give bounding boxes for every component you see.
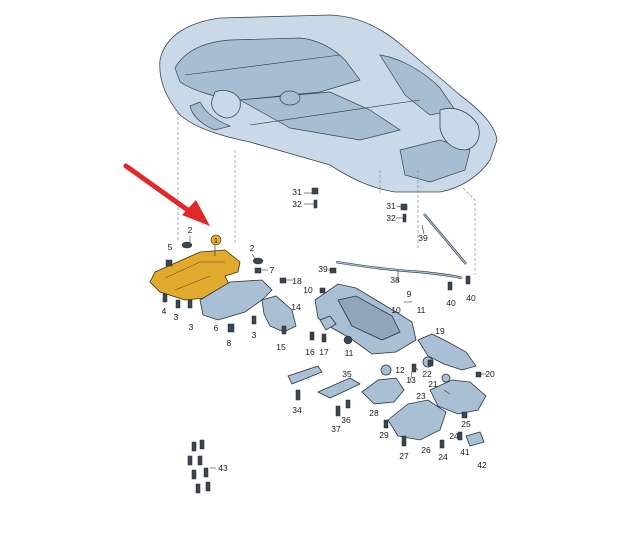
callout-28[interactable]: 28 — [369, 408, 379, 418]
callout-26[interactable]: 26 — [421, 445, 431, 455]
fasteners — [162, 187, 482, 494]
callout-43[interactable]: 43 — [218, 463, 228, 473]
callout-32a[interactable]: 32 — [292, 199, 302, 209]
callout-27[interactable]: 27 — [399, 451, 409, 461]
callout-7[interactable]: 7 — [270, 265, 275, 275]
callout-6[interactable]: 6 — [214, 323, 219, 333]
callout-18[interactable]: 18 — [292, 276, 302, 286]
pointer-arrow — [123, 163, 210, 226]
callout-40b[interactable]: 40 — [466, 293, 476, 303]
callout-19[interactable]: 19 — [435, 326, 445, 336]
callout-2a[interactable]: 2 — [188, 225, 193, 235]
callout-21[interactable]: 21 — [428, 379, 438, 389]
callout-3c[interactable]: 3 — [252, 330, 257, 340]
callout-15[interactable]: 15 — [276, 342, 286, 352]
callout-3a[interactable]: 3 — [174, 312, 179, 322]
callout-25[interactable]: 25 — [461, 419, 471, 429]
underbody-parts — [199, 279, 487, 447]
callout-42[interactable]: 42 — [477, 460, 487, 470]
callout-37[interactable]: 37 — [331, 424, 341, 434]
callout-38[interactable]: 38 — [390, 275, 400, 285]
callout-22[interactable]: 22 — [422, 369, 432, 379]
leader-lines — [189, 192, 486, 469]
callout-12[interactable]: 12 — [395, 365, 405, 375]
callout-3b[interactable]: 3 — [189, 322, 194, 332]
callout-10a[interactable]: 10 — [303, 285, 313, 295]
callout-39b[interactable]: 39 — [418, 233, 428, 243]
callout-13[interactable]: 13 — [406, 375, 416, 385]
highlighted-part-1[interactable] — [149, 249, 241, 301]
callout-14[interactable]: 14 — [291, 302, 301, 312]
callout-11a[interactable]: 11 — [345, 348, 354, 358]
callout-35[interactable]: 35 — [342, 369, 352, 379]
callout-24a[interactable]: 24 — [449, 431, 459, 441]
callout-41[interactable]: 41 — [460, 447, 470, 457]
callout-39a[interactable]: 39 — [318, 264, 328, 274]
callout-24b[interactable]: 24 — [438, 452, 448, 462]
callout-34[interactable]: 34 — [292, 405, 302, 415]
callout-16[interactable]: 16 — [305, 347, 315, 357]
callout-1[interactable]: 1 — [214, 238, 218, 245]
callout-29[interactable]: 29 — [379, 430, 389, 440]
callout-8[interactable]: 8 — [227, 338, 232, 348]
callout-labels: 1 2 2 3 3 3 4 5 6 7 8 9 10 10 11 11 12 1… — [162, 187, 495, 473]
callout-4[interactable]: 4 — [162, 306, 167, 316]
callout-1-badge — [210, 234, 222, 246]
callout-31b[interactable]: 31 — [386, 201, 396, 211]
callout-32b[interactable]: 32 — [386, 213, 396, 223]
callout-17[interactable]: 17 — [319, 347, 329, 357]
callout-23[interactable]: 23 — [416, 391, 426, 401]
callout-36[interactable]: 36 — [341, 415, 351, 425]
callout-20[interactable]: 20 — [485, 369, 495, 379]
callout-2b[interactable]: 2 — [250, 243, 255, 253]
car-body-underside — [159, 14, 498, 193]
brace-rods — [335, 213, 467, 280]
projection-lines — [177, 112, 476, 275]
callout-9[interactable]: 9 — [407, 289, 412, 299]
callout-11b[interactable]: 11 — [417, 305, 426, 315]
callout-40a[interactable]: 40 — [446, 298, 456, 308]
callout-5[interactable]: 5 — [168, 242, 173, 252]
callout-10b[interactable]: 10 — [391, 305, 401, 315]
callout-31a[interactable]: 31 — [292, 187, 302, 197]
